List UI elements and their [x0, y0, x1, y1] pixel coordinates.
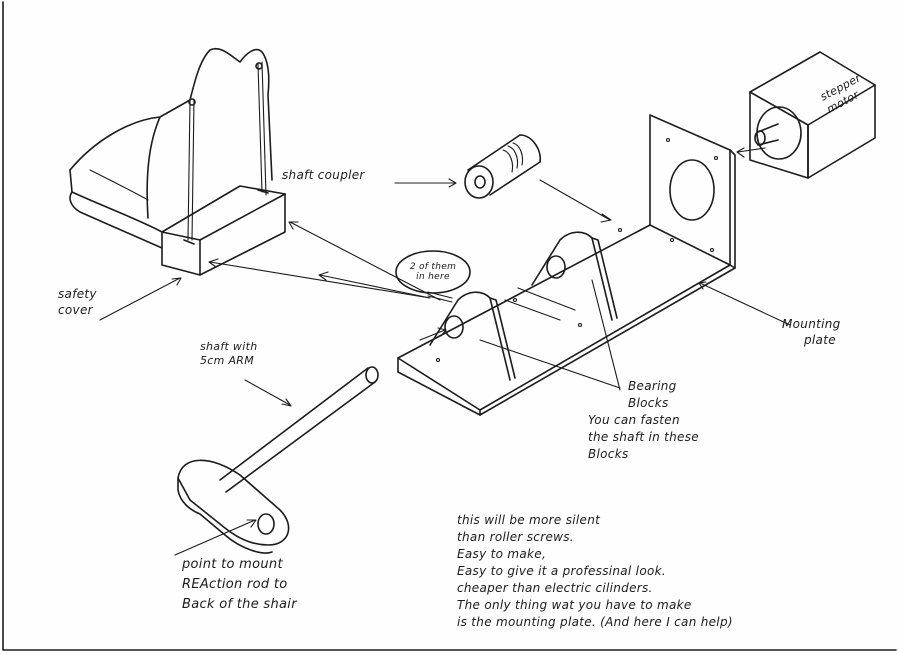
shaft-with-arm-line-2: 5cm ARM [200, 354, 255, 367]
leader-lines [99, 147, 791, 556]
bearing-blocks-drawing [429, 231, 618, 381]
mounting-plate-drawing [397, 114, 736, 416]
bearing-blocks-line-1: Bearing [628, 379, 677, 393]
point-to-mount-line-1: point to mount [182, 557, 283, 572]
bearing-blocks-line-4: the shaft in these [588, 430, 699, 444]
bubble-label: 2 of them in here [403, 262, 463, 282]
note-line-3: Easy to make, [457, 547, 547, 561]
note-line-7: is the mounting plate. (And here I can h… [457, 615, 733, 629]
note-line-2: than roller screws. [457, 530, 574, 544]
bubble-line-2: in here [416, 272, 450, 282]
bearing-blocks-label: Bearing Blocks You can fasten the shaft … [588, 378, 699, 463]
shaft-with-arm-label: shaft with 5cm ARM [200, 340, 257, 368]
label-bubble [395, 250, 471, 294]
seat-drawing [69, 47, 286, 276]
safety-cover-line-1: safety [58, 287, 97, 301]
safety-cover-line-2: cover [58, 303, 93, 317]
stepper-motor-drawing [749, 51, 876, 179]
notes-block: this will be more silent than roller scr… [457, 512, 733, 631]
shaft-coupler-drawing [464, 134, 542, 199]
safety-cover-label: safety cover [58, 286, 97, 318]
note-line-1: this will be more silent [457, 513, 601, 527]
point-to-mount-line-3: Back of the shair [182, 597, 297, 612]
note-line-5: cheaper than electric cilinders. [457, 581, 653, 595]
note-line-4: Easy to give it a professinal look. [457, 564, 666, 578]
shaft-with-arm-line-1: shaft with [200, 340, 258, 353]
bearing-blocks-line-3: You can fasten [588, 413, 680, 427]
note-line-6: The only thing wat you have to make [457, 598, 692, 612]
mounting-plate-line-1: Mounting [782, 317, 841, 331]
point-to-mount-line-2: REAction rod to [182, 577, 288, 592]
shaft-coupler-label: shaft coupler [282, 168, 365, 182]
bearing-blocks-line-2: Blocks [628, 396, 669, 410]
point-to-mount-label: point to mount REAction rod to Back of t… [182, 555, 297, 615]
shaft-with-arm-drawing [177, 366, 379, 554]
bearing-blocks-line-5: Blocks [588, 447, 629, 461]
bubble-line-1: 2 of them [409, 262, 457, 272]
mounting-plate-line-2: plate [804, 333, 836, 347]
mounting-plate-label: Mounting plate [782, 316, 841, 348]
